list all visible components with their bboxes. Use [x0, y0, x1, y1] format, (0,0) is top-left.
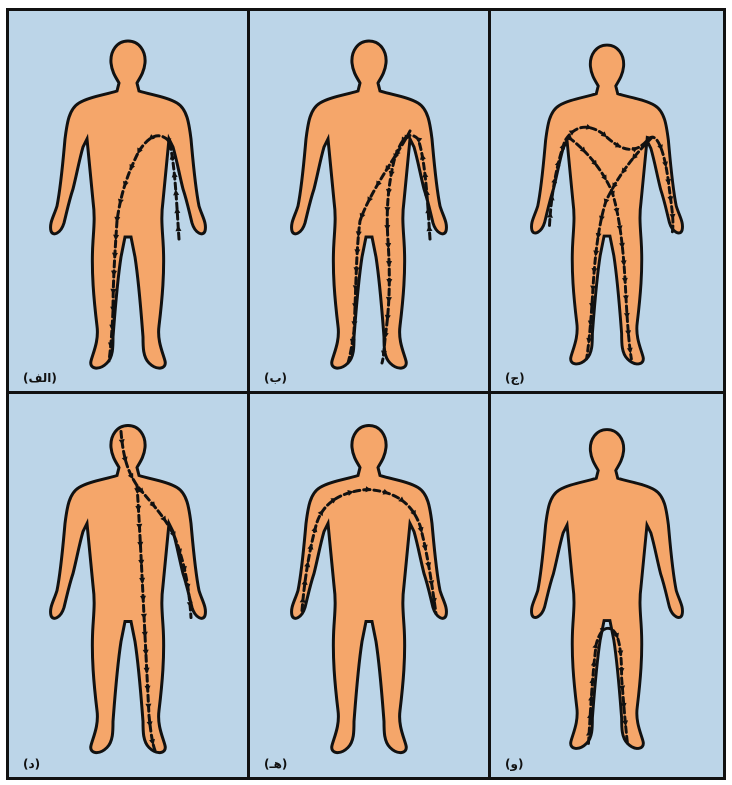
body-silhouette: [531, 430, 682, 749]
panel-be: (ب): [250, 11, 488, 391]
panel-vav: (و): [491, 394, 723, 777]
panel-label-jim: (ج): [505, 371, 525, 385]
body-figure-alef: [9, 11, 247, 391]
body-figure-he: [250, 394, 488, 777]
panel-he: (هـ): [250, 394, 488, 777]
body-silhouette: [292, 41, 447, 368]
panel-jim: (ج): [491, 11, 723, 391]
path-arrow-icon: [175, 225, 181, 231]
path-arrow-icon: [174, 207, 180, 213]
path-arrow-icon: [426, 225, 432, 231]
body-silhouette: [51, 41, 206, 368]
panel-grid: (الف) (ب) (ج) (د) (هـ) (و): [6, 8, 726, 780]
panel-label-dal: (د): [23, 757, 40, 771]
body-silhouette: [531, 45, 682, 364]
panel-alef: (الف): [9, 11, 247, 391]
body-figure-jim: [491, 11, 723, 391]
path-arrow-icon: [173, 189, 179, 195]
panel-label-vav: (و): [505, 757, 523, 771]
panel-label-alef: (الف): [23, 371, 57, 385]
panel-label-be: (ب): [264, 371, 287, 385]
panel-dal: (د): [9, 394, 247, 777]
body-silhouette: [51, 426, 206, 753]
panel-label-he: (هـ): [264, 757, 287, 771]
body-figure-be: [250, 11, 488, 391]
body-silhouette: [292, 426, 447, 753]
path-arrow-icon: [171, 171, 178, 178]
body-figure-vav: [491, 394, 723, 777]
body-figure-dal: [9, 394, 247, 777]
